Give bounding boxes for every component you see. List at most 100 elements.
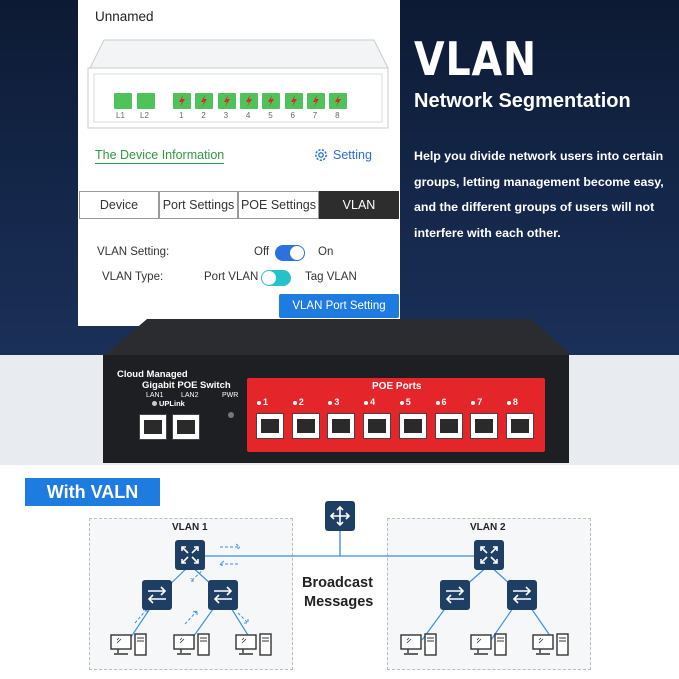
device-name: Unnamed [95, 9, 154, 24]
vlan-setting-toggle[interactable] [275, 245, 305, 261]
poe-port[interactable] [217, 93, 236, 109]
port-led [471, 401, 476, 405]
poe-port-label: 2 [201, 111, 206, 120]
port-label-l2: L2 [140, 111, 149, 120]
computer-icon [470, 633, 508, 659]
port-led [364, 401, 369, 405]
broadcast-label-2: Messages [304, 594, 374, 610]
setting-link[interactable]: Setting [333, 148, 372, 162]
poe-port[interactable] [306, 93, 325, 109]
toggle-knob [290, 246, 304, 260]
poe-port-label: 5 [268, 111, 273, 120]
poe-port[interactable] [195, 93, 214, 109]
bolt-icon [201, 95, 208, 107]
poe-port[interactable] [239, 93, 258, 109]
router-icon [325, 501, 355, 531]
computer-icon [400, 633, 438, 659]
poe-port-label: 8 [335, 111, 340, 120]
poe-port[interactable] [434, 413, 463, 439]
tag-vlan-label: Tag VLAN [305, 271, 357, 283]
device-info-link[interactable]: The Device Information [95, 148, 225, 164]
bolt-icon [223, 95, 230, 107]
computer-icon [173, 633, 211, 659]
uplink-port-l2[interactable] [137, 93, 155, 109]
port-led [292, 401, 297, 405]
vlan2-label: VLAN 2 [470, 522, 506, 533]
vlan-port-setting-button[interactable]: VLAN Port Setting [279, 294, 399, 318]
uplink-port-l1[interactable] [114, 93, 132, 109]
poe-port-label: 4 [245, 111, 251, 120]
poe-port-label: 7 [312, 111, 318, 120]
tab-device[interactable]: Device [79, 191, 159, 219]
poe-port[interactable] [173, 93, 191, 109]
poe-port[interactable] [363, 413, 392, 439]
bolt-icon [245, 95, 252, 107]
vlan-type-label: VLAN Type: [102, 271, 164, 283]
poe-port-label: 1 [179, 111, 184, 120]
switch-label-line2: Gigabit POE Switch [142, 380, 231, 391]
lan2-port[interactable] [172, 414, 200, 440]
poe-port[interactable] [398, 413, 427, 439]
switch-label-line1: Cloud Managed [117, 369, 188, 380]
bolt-icon [179, 95, 185, 107]
poe-port[interactable] [262, 93, 281, 109]
poe-port-label: 6 [290, 111, 295, 120]
core-switch-icon [474, 540, 504, 570]
lan2-label: LAN2 [181, 392, 199, 399]
switch-top-face [105, 319, 571, 355]
tab-vlan[interactable]: VLAN [319, 191, 399, 219]
core-switch-icon [175, 540, 205, 570]
access-switch-icon [440, 580, 470, 610]
vlan1-label: VLAN 1 [172, 522, 208, 533]
access-switch-icon [142, 580, 172, 610]
pwr-led [228, 412, 234, 418]
poe-port-number: 1 [263, 397, 269, 407]
port-vlan-label: Port VLAN [204, 271, 259, 283]
poe-port[interactable] [470, 413, 499, 439]
lan1-port[interactable] [139, 414, 167, 440]
port-led [328, 401, 333, 405]
poe-port-number: 3 [334, 397, 340, 407]
hero-description: Help you divide network users into certa… [414, 149, 664, 240]
computer-icon [532, 633, 570, 659]
port-led [435, 401, 440, 405]
poe-port[interactable] [329, 93, 348, 109]
uplink-label: UPLink [159, 399, 185, 408]
bolt-icon [335, 95, 342, 107]
bolt-icon [312, 95, 319, 107]
poe-port[interactable] [284, 93, 303, 109]
vlan-off-label: Off [254, 246, 270, 258]
poe-ports-title: POE Ports [372, 381, 422, 392]
toggle-knob [262, 271, 276, 285]
lan1-label: LAN1 [146, 392, 164, 399]
computer-icon [110, 633, 148, 659]
tab-poe-settings[interactable]: POE Settings [238, 191, 319, 219]
vlan-type-toggle[interactable] [261, 270, 291, 286]
poe-port-number: 8 [512, 397, 518, 407]
hero-title: VLAN [414, 32, 537, 86]
port-led [257, 401, 261, 405]
access-switch-icon [507, 580, 537, 610]
gear-icon[interactable] [313, 147, 329, 163]
port-led [399, 401, 404, 405]
uplink-led [152, 401, 157, 406]
tab-port-settings[interactable]: Port Settings [159, 191, 238, 219]
vlan-on-label: On [318, 246, 334, 258]
poe-port[interactable] [256, 413, 284, 439]
poe-port[interactable] [505, 413, 534, 439]
poe-port[interactable] [291, 413, 320, 439]
bolt-icon [290, 95, 297, 107]
port-led [506, 401, 511, 405]
bolt-icon [268, 95, 275, 107]
port-label-l1: L1 [116, 111, 125, 120]
poe-port-number: 5 [405, 397, 411, 407]
poe-port[interactable] [327, 413, 356, 439]
poe-port-number: 4 [370, 397, 376, 407]
vlan-setting-label: VLAN Setting: [97, 246, 170, 258]
switch-illustration [87, 39, 389, 129]
access-switch-icon [208, 580, 238, 610]
poe-port-number: 6 [441, 397, 447, 407]
poe-port-number: 7 [477, 397, 483, 407]
poe-port-label: 3 [223, 111, 229, 120]
computer-icon [235, 633, 273, 659]
